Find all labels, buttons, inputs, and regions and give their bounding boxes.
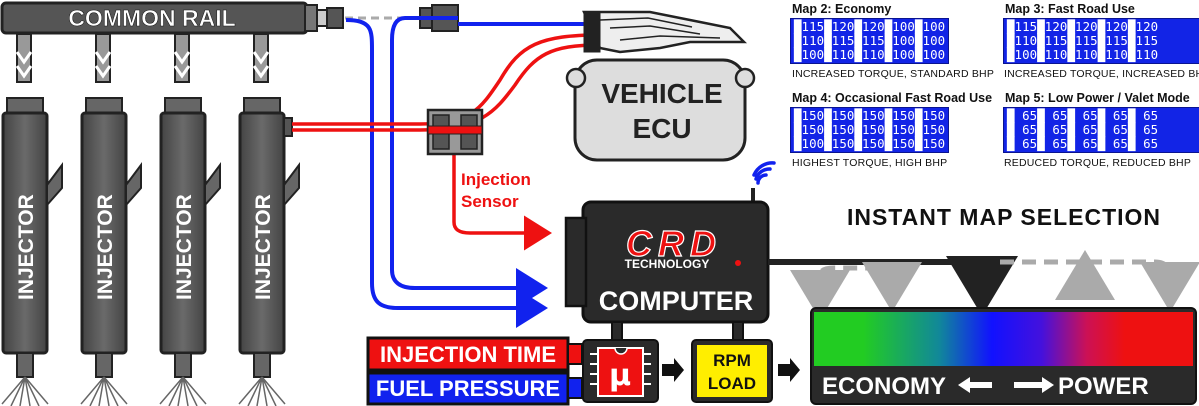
vehicle-ecu: VEHICLE ECU xyxy=(565,10,756,162)
map-row: █100█150█150█150█150 xyxy=(794,136,946,151)
map-select-arrow xyxy=(768,256,1018,316)
injector-label-4: INJECTOR xyxy=(252,194,275,300)
rpm-load-box: RPM LOAD xyxy=(691,339,773,403)
computer-label: COMPUTER xyxy=(599,286,754,316)
map-row: █150█150█150█150█150 xyxy=(794,108,946,123)
map-title: Map 5: Low Power / Valet Mode xyxy=(1005,91,1190,105)
map-desc: REDUCED TORQUE, REDUCED BHP xyxy=(1004,157,1192,169)
injector-4: INJECTOR xyxy=(238,97,300,406)
instant-map-selection: INSTANT MAP SELECTION xyxy=(847,204,1161,230)
scale-economy: ECONOMY xyxy=(822,373,946,400)
map-row: █100█110█110█110█110 xyxy=(1007,47,1159,62)
injector-label-2: INJECTOR xyxy=(94,194,117,300)
map-table: █ 65█ 65█ 65█ 65█ 65 █ 65█ 65█ 65█ 65█ 6… xyxy=(1003,107,1199,153)
micro-symbol: µ xyxy=(609,358,631,393)
feed-arrow-4 xyxy=(252,33,270,83)
wireless-icon xyxy=(752,161,776,185)
map-title: Map 4: Occasional Fast Road Use xyxy=(792,91,993,105)
scale-power: POWER xyxy=(1058,373,1149,400)
map-row: █ 65█ 65█ 65█ 65█ 65 xyxy=(1007,122,1159,137)
input-injection-time: INJECTION TIME xyxy=(366,336,583,372)
map-row: █100█110█110█100█100 xyxy=(794,47,946,62)
blue-wires xyxy=(345,16,592,328)
map-options-dashed xyxy=(790,250,1199,320)
map-title: Map 2: Economy xyxy=(792,2,892,16)
rail-feed-arrows xyxy=(15,33,270,83)
map-desc: INCREASED TORQUE, STANDARD BHP xyxy=(792,68,995,80)
arrow-right-icon xyxy=(1014,377,1054,393)
sensor-label-line1: Injection xyxy=(461,170,531,189)
feed-arrow-1 xyxy=(15,33,33,83)
ecu-label-line2: ECU xyxy=(632,113,691,144)
injector-2: INJECTOR xyxy=(80,97,142,406)
injector-label-1: INJECTOR xyxy=(15,194,38,300)
rpm-label: RPM xyxy=(713,351,751,370)
map-table: █115█120█120█120█120 █110█115█115█115█11… xyxy=(1003,18,1199,64)
map-row: █150█150█150█150█150 xyxy=(794,122,946,137)
injector-1: INJECTOR xyxy=(1,97,63,406)
map-row: █110█115█115█100█100 xyxy=(794,33,946,48)
flow-arrow-1 xyxy=(662,358,684,382)
injector-3: INJECTOR xyxy=(159,97,221,406)
load-label: LOAD xyxy=(708,374,756,393)
map-table: █115█120█120█100█100 █110█115█115█100█10… xyxy=(790,18,950,64)
map-desc: INCREASED TORQUE, INCREASED BHP xyxy=(1004,68,1199,80)
input-fuel-pressure: FUEL PRESSURE xyxy=(366,371,583,406)
arrow-left-icon xyxy=(958,377,992,393)
map-row: █110█115█115█115█115 xyxy=(1007,33,1159,48)
brand-logo: CRD xyxy=(626,223,722,264)
map-table: █150█150█150█150█150 █150█150█150█150█15… xyxy=(790,107,950,153)
rail-label: COMMON RAIL xyxy=(68,5,235,31)
ecu-label-line1: VEHICLE xyxy=(601,78,722,109)
brand-sub: TECHNOLOGY xyxy=(625,257,710,271)
crd-computer: CRD TECHNOLOGY COMPUTER xyxy=(564,161,776,341)
map-desc: HIGHEST TORQUE, HIGH BHP xyxy=(792,157,948,169)
injection-sensor xyxy=(426,108,484,156)
injector-label-3: INJECTOR xyxy=(173,194,196,300)
input-fuel-pressure-label: FUEL PRESSURE xyxy=(376,376,560,401)
map-row: █115█120█120█100█100 xyxy=(794,19,946,34)
microcontroller-chip: µ xyxy=(582,339,659,403)
map-row: █ 65█ 65█ 65█ 65█ 65 xyxy=(1007,136,1159,151)
flow-arrow-2 xyxy=(778,358,800,382)
common-rail: COMMON RAIL xyxy=(0,1,344,35)
feed-arrow-2 xyxy=(94,33,112,83)
map-row: █ 65█ 65█ 65█ 65█ 65 xyxy=(1007,108,1159,123)
input-injection-time-label: INJECTION TIME xyxy=(380,342,556,367)
map-title: Map 3: Fast Road Use xyxy=(1005,2,1135,16)
power-spectrum-scale: ECONOMY POWER xyxy=(810,307,1197,405)
feed-arrow-3 xyxy=(173,33,191,83)
sensor-label-line2: Sensor xyxy=(461,192,519,211)
map-row: █115█120█120█120█120 xyxy=(1007,19,1159,34)
